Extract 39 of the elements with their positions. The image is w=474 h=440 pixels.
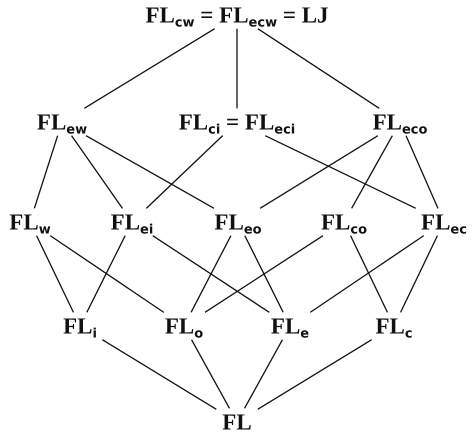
connector-line [86, 235, 126, 313]
connector-line [36, 235, 74, 313]
logic-label: FL$_{co}$ [318, 209, 370, 235]
logic-label: FL$_{eo}$ [212, 209, 264, 235]
connector-line [84, 28, 216, 109]
connector-line [244, 339, 284, 409]
logic-label: FL$_{i}$ [61, 313, 99, 339]
connector-line [50, 235, 164, 313]
connector-line [102, 339, 217, 410]
logic-label: FL$_{e}$ [268, 313, 312, 339]
logic-label: FL$_{eco}$ [370, 109, 430, 135]
connector-line [264, 135, 416, 209]
logic-label: FL$_{w}$ [7, 209, 53, 235]
connector-line [257, 339, 372, 410]
logic-label: FL$_{ei}$ [108, 209, 156, 235]
logic-label: FL$_{cw}$ = FL$_{ecw}$ = LJ [143, 2, 331, 28]
logic-label: FL$_{o}$ [162, 313, 206, 339]
connector-line [152, 235, 270, 313]
connector-line [236, 28, 238, 108]
connector-line [146, 135, 224, 209]
connector-line [190, 235, 232, 313]
logic-label: FL$_{ci}$ = FL$_{eci}$ [176, 109, 298, 135]
connector-line [310, 235, 424, 313]
connector-line [34, 135, 58, 209]
connector-line [190, 339, 230, 409]
connector-line [257, 28, 380, 109]
connector-line [260, 135, 378, 209]
logic-label: FL$_{ew}$ [34, 109, 90, 135]
logic-label: FL [220, 409, 254, 435]
connector-line [244, 235, 284, 313]
connector-line [405, 135, 439, 209]
connector-line [350, 235, 388, 313]
logic-label: FL$_{c}$ [373, 313, 415, 339]
connector-line [351, 135, 393, 209]
connector-line [86, 135, 214, 209]
connector-line [400, 235, 438, 313]
connector-line [204, 235, 324, 313]
logic-label: FL$_{ec}$ [419, 209, 469, 235]
connector-line [71, 135, 123, 209]
